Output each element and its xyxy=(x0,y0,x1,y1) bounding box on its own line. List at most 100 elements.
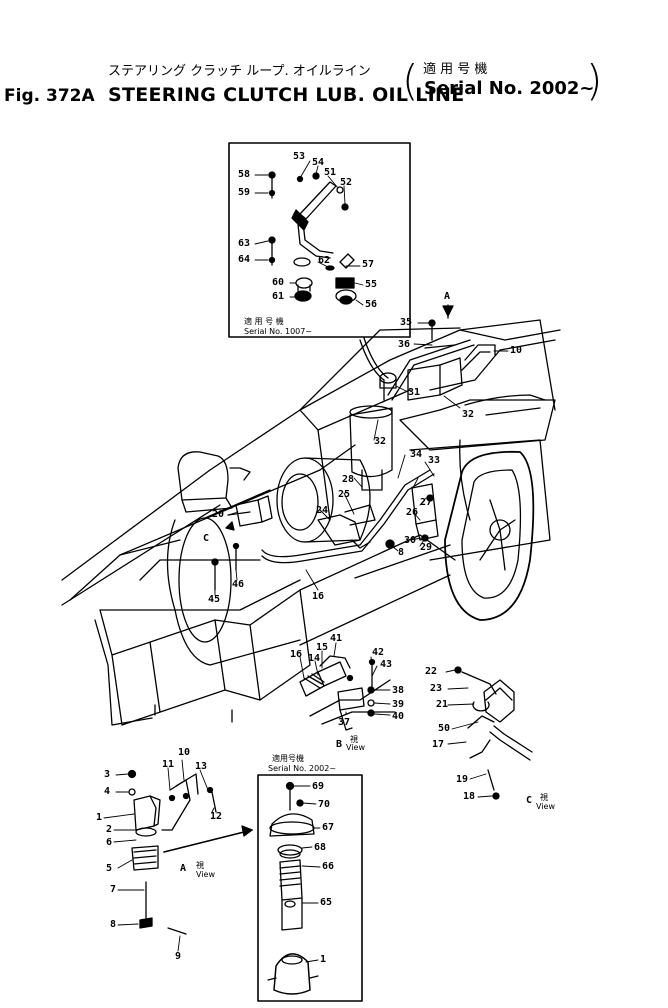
callout-39: 39 xyxy=(392,699,405,710)
c-view-leaders xyxy=(445,669,493,798)
callout-29: 29 xyxy=(420,542,433,553)
callout-5: 5 xyxy=(106,863,113,874)
callout-12: 12 xyxy=(210,811,223,822)
callout-54: 54 xyxy=(312,157,325,168)
callout-43: 43 xyxy=(380,659,393,670)
callout-11: 11 xyxy=(162,759,175,770)
inset-top-japanese: 適 用 号 機 xyxy=(244,317,284,326)
c-view-label: View xyxy=(536,802,555,811)
callout-63: 63 xyxy=(238,238,251,249)
callout-66: 66 xyxy=(322,861,335,872)
view-marker-c: C xyxy=(203,533,210,544)
callout-4: 4 xyxy=(104,786,111,797)
callout-1-a: 1 xyxy=(96,812,103,823)
callout-52: 52 xyxy=(340,177,353,188)
callout-70: 70 xyxy=(318,799,331,810)
a-view-leaders xyxy=(103,759,215,952)
inset-box-serial-1007 xyxy=(228,142,411,338)
callout-9: 9 xyxy=(175,951,182,962)
callout-28: 28 xyxy=(342,474,355,485)
callout-35: 35 xyxy=(400,317,413,328)
callout-32-lower: 32 xyxy=(374,436,387,447)
serial-paren-close: ) xyxy=(586,56,603,105)
callout-46: 46 xyxy=(232,579,245,590)
filter-leaders xyxy=(293,785,321,963)
callout-10-main: 10 xyxy=(510,345,523,356)
callout-1-filter: 1 xyxy=(320,954,327,965)
callout-56: 56 xyxy=(365,299,378,310)
callout-55: 55 xyxy=(365,279,378,290)
inset-bottom-serial: Serial No. 2002~ xyxy=(268,764,337,773)
callout-50: 50 xyxy=(438,723,451,734)
callout-22: 22 xyxy=(425,666,438,677)
callout-10-a: 10 xyxy=(178,747,191,758)
callout-57: 57 xyxy=(362,259,375,270)
callout-40: 40 xyxy=(392,711,405,722)
callout-37: 37 xyxy=(338,717,351,728)
inset-top-serial: Serial No. 1007~ xyxy=(244,327,313,336)
callout-16-b: 16 xyxy=(290,649,303,660)
inset-bottom-japanese: 適用号機 xyxy=(272,754,304,763)
b-view-label: View xyxy=(346,743,365,752)
callout-26: 26 xyxy=(406,507,419,518)
callout-13: 13 xyxy=(195,761,208,772)
a-view-assembly xyxy=(127,769,253,935)
main-leaders xyxy=(214,322,509,596)
inset-box-serial-2002 xyxy=(257,774,363,1002)
figure-number: Fig. 372A xyxy=(4,86,95,106)
callout-30: 30 xyxy=(404,535,417,546)
serial-number: Serial No. 2002~ xyxy=(424,78,595,99)
callout-25: 25 xyxy=(338,489,351,500)
callout-19: 19 xyxy=(456,774,469,785)
callout-2: 2 xyxy=(106,824,113,835)
callout-7: 7 xyxy=(110,884,117,895)
callout-68: 68 xyxy=(314,842,327,853)
callout-32-upper: 32 xyxy=(462,409,475,420)
callout-8-a: 8 xyxy=(110,919,117,930)
c-view-letter: C xyxy=(526,795,533,806)
callout-59: 59 xyxy=(238,187,251,198)
callout-45: 45 xyxy=(208,594,221,605)
inset-pipe-assembly xyxy=(268,171,357,305)
inset-leaders xyxy=(254,160,364,306)
callout-16-main: 16 xyxy=(312,591,325,602)
callout-69: 69 xyxy=(312,781,325,792)
callout-6: 6 xyxy=(106,837,113,848)
callout-61: 61 xyxy=(272,291,285,302)
callout-20: 20 xyxy=(212,509,225,520)
callout-24: 24 xyxy=(316,505,329,516)
callout-15: 15 xyxy=(316,642,329,653)
callout-58: 58 xyxy=(238,169,251,180)
callout-17: 17 xyxy=(432,739,445,750)
callout-8-main: 8 xyxy=(398,547,405,558)
callout-14: 14 xyxy=(308,653,321,664)
diagram-title: STEERING CLUTCH LUB. OIL LINE xyxy=(108,84,465,106)
a-view-jp: 視 xyxy=(196,861,204,870)
b-view-jp: 視 xyxy=(350,735,358,744)
callout-18: 18 xyxy=(463,791,476,802)
a-view-label: View xyxy=(196,870,215,879)
callout-53: 53 xyxy=(293,151,306,162)
serial-japanese: 適 用 号 機 xyxy=(423,62,488,77)
callout-33: 33 xyxy=(428,455,441,466)
callout-67: 67 xyxy=(322,822,335,833)
callout-21: 21 xyxy=(436,699,449,710)
view-arrow-a-letter: A xyxy=(444,291,451,302)
tractor-main-frame xyxy=(61,304,561,726)
callout-3: 3 xyxy=(104,769,111,780)
callout-51: 51 xyxy=(324,167,337,178)
c-view-jp: 視 xyxy=(540,793,548,802)
callout-64: 64 xyxy=(238,254,251,265)
callout-42: 42 xyxy=(372,647,385,658)
callout-60: 60 xyxy=(272,277,285,288)
callout-62: 62 xyxy=(318,255,331,266)
b-view-leaders xyxy=(299,642,391,716)
callout-65: 65 xyxy=(320,897,333,908)
b-view-letter: B xyxy=(336,739,343,750)
callout-38: 38 xyxy=(392,685,405,696)
callout-31: 31 xyxy=(408,387,421,398)
filter-assembly xyxy=(267,781,319,995)
serial-paren-open: ( xyxy=(402,56,419,105)
callout-27: 27 xyxy=(420,497,433,508)
japanese-title: ステアリング クラッチ ループ. オイルライン xyxy=(108,64,371,79)
